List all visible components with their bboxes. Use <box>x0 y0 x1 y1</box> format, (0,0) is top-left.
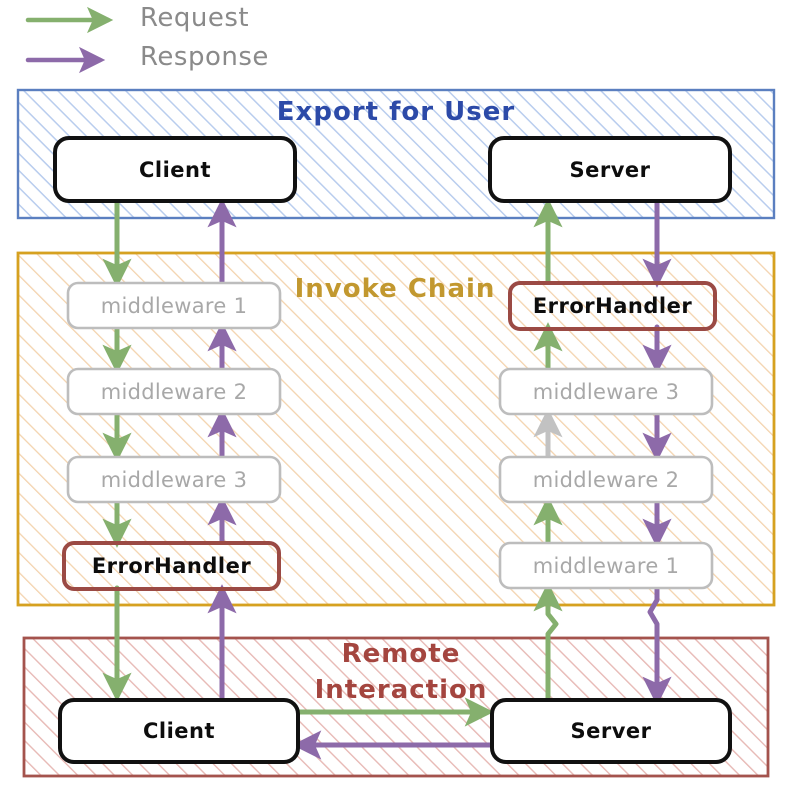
node-box-mw-r-2[interactable] <box>498 455 714 504</box>
flow-remote-server-to-mw-r-1 <box>533 582 563 703</box>
node-box-mw-r-1[interactable] <box>498 541 714 590</box>
node-box-error-handler-right[interactable] <box>508 281 717 331</box>
node-box-remote-client[interactable] <box>58 698 300 764</box>
node-box-mw-l-3[interactable] <box>66 455 282 504</box>
node-box-mw-l-2[interactable] <box>66 367 282 416</box>
node-box-mw-l-1[interactable] <box>66 281 282 330</box>
node-box-remote-server[interactable] <box>490 698 732 764</box>
node-box-export-client[interactable] <box>53 136 297 203</box>
flow-mw-r-1-to-remote-server <box>642 585 672 706</box>
node-box-error-handler-left[interactable] <box>62 541 281 591</box>
node-box-export-server[interactable] <box>488 136 732 203</box>
node-box-mw-r-3[interactable] <box>498 367 714 416</box>
